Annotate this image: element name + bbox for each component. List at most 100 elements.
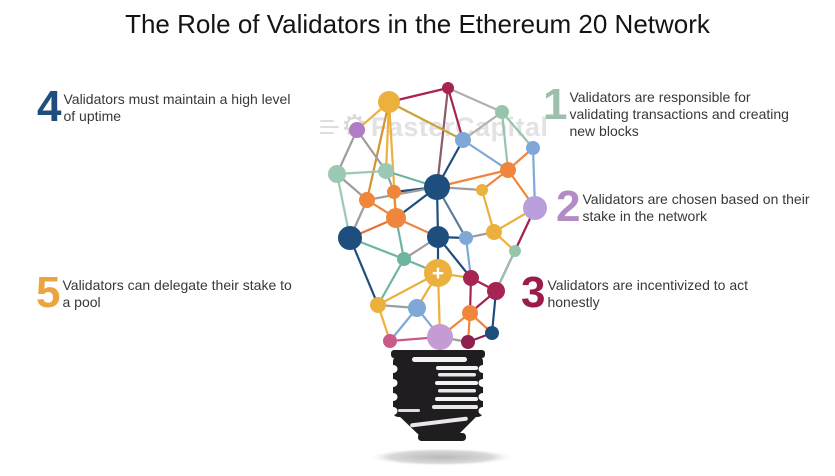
fact-item-4: 4 Validators must maintain a high level … (37, 82, 327, 131)
fact-text: Validators can delegate their stake to a… (62, 277, 292, 310)
network-node (487, 282, 505, 300)
fact-item-3: 3 Validators are incentivized to act hon… (521, 268, 801, 317)
network-edge (415, 271, 440, 310)
network-edge (335, 169, 388, 176)
fact-text: Validators are responsible for validatin… (569, 89, 789, 139)
network-edge (436, 235, 473, 280)
network-edge (492, 206, 537, 234)
network-edge (348, 236, 406, 261)
network-edge (402, 235, 440, 261)
watermark: ⚙ FasterCapital (320, 110, 548, 144)
network-edge (394, 216, 440, 239)
network-node (387, 185, 401, 199)
network-edge (365, 185, 439, 202)
network-edge (435, 138, 465, 189)
network-edge (468, 276, 473, 315)
network-edge (468, 311, 494, 335)
fact-item-2: 2 Validators are chosen based on their s… (556, 182, 835, 231)
fact-number: 3 (521, 268, 546, 317)
network-edge (436, 271, 442, 339)
network-edge (438, 311, 472, 339)
network-edge (490, 289, 498, 335)
fact-number: 2 (556, 182, 581, 231)
network-node (463, 270, 479, 286)
network-edge (506, 168, 537, 210)
fact-item-5: 5 Validators can delegate their stake to… (36, 268, 326, 317)
network-edge (376, 303, 419, 310)
network-node (427, 226, 449, 248)
network-node (378, 163, 394, 179)
network-edge (348, 236, 380, 307)
fact-number: 1 (543, 80, 568, 129)
network-node (486, 224, 502, 240)
network-node (500, 162, 516, 178)
network-edge (388, 306, 419, 343)
network-edge (464, 230, 496, 240)
network-edge (388, 335, 442, 343)
fact-text: Validators are chosen based on their sta… (582, 191, 810, 224)
network-node (338, 226, 362, 250)
network-edge (394, 185, 439, 220)
network-edge (469, 276, 498, 293)
page-title: The Role of Validators in the Ethereum 2… (125, 9, 710, 39)
network-node (427, 324, 453, 350)
fact-item-1: 1 Validators are responsible for validat… (543, 80, 833, 140)
network-edge (348, 216, 398, 240)
network-edge (466, 311, 472, 344)
network-edge (494, 249, 517, 293)
network-node (359, 192, 375, 208)
network-edge (468, 289, 498, 315)
network-edge (531, 146, 537, 210)
fact-number: 4 (37, 82, 62, 131)
network-node (424, 174, 450, 200)
network-edge (415, 306, 442, 339)
fact-text: Validators are incentivized to act hones… (547, 277, 748, 310)
network-node (509, 245, 521, 257)
network-node (424, 259, 452, 287)
network-node (461, 335, 475, 349)
network-edge (466, 331, 494, 344)
network-edge (335, 172, 352, 240)
network-edge (435, 168, 510, 189)
network-edge (506, 146, 535, 172)
network-edge (384, 169, 439, 189)
network-edge (365, 198, 398, 220)
network-edge (387, 86, 450, 104)
network-node (442, 82, 454, 94)
network-edge (464, 236, 473, 280)
network-edge (435, 185, 440, 239)
network-edge (513, 206, 537, 253)
network-edge (435, 185, 468, 240)
network-edge (384, 169, 396, 194)
bulb-screw-base (388, 350, 488, 441)
network-edge (446, 86, 504, 114)
network-edge (492, 230, 517, 253)
network-node (485, 326, 499, 340)
network-edge (392, 190, 398, 220)
network-node (462, 305, 478, 321)
network-node (459, 231, 473, 245)
network-edge (436, 271, 473, 280)
fact-number: 5 (36, 268, 61, 317)
network-edge (438, 335, 470, 344)
network-edge (435, 185, 484, 192)
network-node (386, 208, 406, 228)
network-node (328, 165, 346, 183)
network-edge (348, 198, 369, 240)
network-edge (480, 188, 496, 234)
watermark-text: FasterCapital (370, 111, 549, 142)
network-node (397, 252, 411, 266)
network-edge (376, 271, 440, 307)
fact-text: Validators must maintain a high level of… (63, 91, 291, 124)
network-edge (436, 235, 468, 240)
network-edge (480, 168, 510, 192)
network-node (408, 299, 426, 317)
watermark-speed-lines-icon (320, 120, 339, 134)
plus-icon: + (432, 262, 444, 285)
network-edge (402, 257, 440, 275)
network-edge (394, 216, 406, 261)
network-edge (376, 303, 392, 343)
network-edge (335, 172, 369, 202)
